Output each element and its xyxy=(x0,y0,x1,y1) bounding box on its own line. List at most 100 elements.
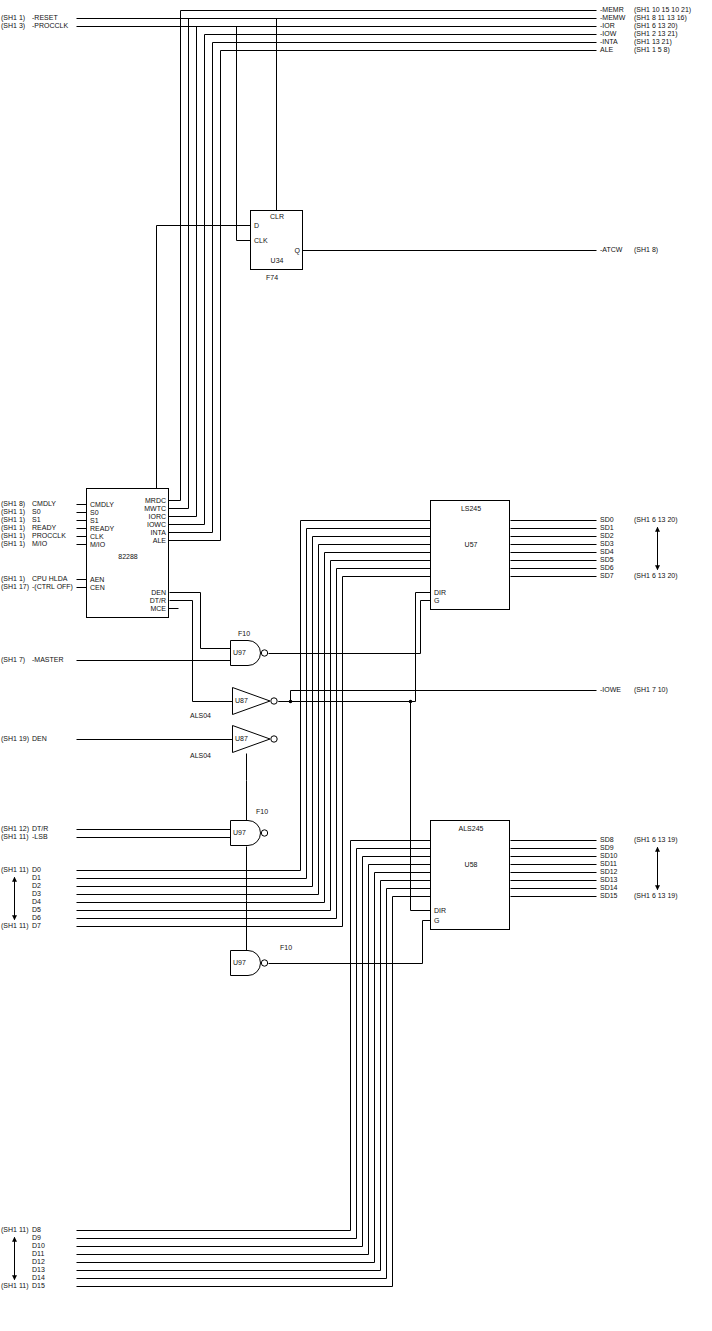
signal-name: SD14 xyxy=(600,884,618,892)
signal-name: SD15 xyxy=(600,892,618,900)
signal-name: -MEMW xyxy=(600,14,625,22)
pin-name: MRDC xyxy=(145,497,166,505)
sheet-reference: (SH1 8) xyxy=(634,246,658,254)
signal-name: S1 xyxy=(32,516,41,524)
bus-line xyxy=(511,848,597,849)
signal-name: -RESET xyxy=(32,14,58,22)
part-designator: U87 xyxy=(235,735,248,743)
signal-wire xyxy=(246,754,247,821)
signal-name: D9 xyxy=(32,1234,41,1242)
part-label: F74 xyxy=(266,274,278,282)
sheet-reference: (SH1 2 13 21) xyxy=(634,30,678,38)
signal-name: D10 xyxy=(32,1242,45,1250)
pin-name: INTA xyxy=(151,529,166,537)
signal-name: SD2 xyxy=(600,532,614,540)
sheet-reference: (SH1 8) xyxy=(1,500,25,508)
sheet-reference: (SH1 1) xyxy=(1,540,25,548)
part-designator: U97 xyxy=(233,829,246,837)
sheet-reference: (SH1 1) xyxy=(1,532,25,540)
signal-name: SD7 xyxy=(600,572,614,580)
pin-name: G xyxy=(434,917,439,925)
bus-line xyxy=(511,560,597,561)
signal-name: SD9 xyxy=(600,844,614,852)
pin-name: G xyxy=(434,597,439,605)
bus-line xyxy=(511,872,597,873)
sheet-reference: (SH1 7) xyxy=(1,656,25,664)
bus-line xyxy=(77,873,431,1263)
signal-name: SD4 xyxy=(600,548,614,556)
signal-name: D8 xyxy=(32,1226,41,1234)
part-designator: LS245 xyxy=(461,505,481,513)
signal-name: S0 xyxy=(32,508,41,516)
pin-name: READY xyxy=(90,525,114,533)
wire xyxy=(77,660,231,661)
command-line xyxy=(169,43,597,533)
inverter: U87 xyxy=(232,687,278,715)
sheet-reference: (SH1 1) xyxy=(1,14,25,22)
signal-name: CPU HLDA xyxy=(32,575,67,583)
sheet-reference: (SH1 6 13 20) xyxy=(634,572,678,580)
bus-line xyxy=(511,536,597,537)
sheet-reference: (SH1 13 21) xyxy=(634,38,672,46)
signal-name: D3 xyxy=(32,890,41,898)
sheet-reference: (SH1 11) xyxy=(1,833,29,841)
signal-wire xyxy=(170,601,233,702)
bus-line xyxy=(511,880,597,881)
part-designator: ALS245 xyxy=(459,825,484,833)
signal-name: -(CTRL OFF) xyxy=(32,583,73,591)
sheet-reference: (SH1 1) xyxy=(1,524,25,532)
signal-name: PROCCLK xyxy=(32,532,66,540)
pin-name: CLK xyxy=(90,533,104,541)
signal-name: -LSB xyxy=(32,833,48,841)
signal-name: M/IO xyxy=(32,540,47,548)
wire xyxy=(169,608,179,609)
signal-wire xyxy=(157,226,251,489)
wire xyxy=(77,544,87,545)
wire xyxy=(77,536,87,537)
signal-name: SD5 xyxy=(600,556,614,564)
sheet-reference: (SH1 6 13 19) xyxy=(634,892,678,900)
sheet-range-arrow xyxy=(657,528,658,570)
command-line xyxy=(169,27,597,517)
signal-name: D5 xyxy=(32,906,41,914)
pin-name: DT/R xyxy=(150,597,166,605)
bus-controller-chip: 82288CMDLYS0S1READYCLKM/IOAENCENMRDCMWTC… xyxy=(86,488,169,618)
command-line xyxy=(169,51,597,541)
signal-name: D14 xyxy=(32,1274,45,1282)
nand-gate: U97 xyxy=(230,640,268,666)
pin-name: DIR xyxy=(434,907,446,915)
part-designator: U97 xyxy=(233,649,246,657)
signal-wire xyxy=(279,593,431,702)
pin-name: CEN xyxy=(90,584,105,592)
sheet-reference: (SH1 6 13 19) xyxy=(634,836,678,844)
part-designator: U87 xyxy=(235,697,248,705)
bus-line xyxy=(511,520,597,521)
bus-line xyxy=(511,896,597,897)
nand-gate: U97 xyxy=(230,820,268,846)
signal-name: SD12 xyxy=(600,868,618,876)
wire xyxy=(77,512,87,513)
wire xyxy=(77,829,231,830)
signal-name: D13 xyxy=(32,1266,45,1274)
sheet-range-arrow xyxy=(14,1238,15,1280)
bus-line xyxy=(77,841,431,1231)
bus-line xyxy=(511,840,597,841)
wire xyxy=(77,504,87,505)
sheet-reference: (SH1 6 13 20) xyxy=(634,516,678,524)
command-line xyxy=(169,35,597,525)
signal-name: D6 xyxy=(32,914,41,922)
signal-name: D11 xyxy=(32,1250,44,1258)
wire xyxy=(303,250,597,251)
wire xyxy=(77,27,251,241)
sheet-reference: (SH1 12) xyxy=(1,825,29,833)
sheet-reference: (SH1 1 5 8) xyxy=(634,46,670,54)
signal-name: -IOW xyxy=(600,30,616,38)
sheet-reference: (SH1 17) xyxy=(1,583,29,591)
pin-name: ALE xyxy=(153,537,166,545)
sheet-range-arrow xyxy=(657,848,658,890)
signal-name: -PROCCLK xyxy=(32,22,68,30)
wire xyxy=(77,837,231,838)
part-label: F10 xyxy=(280,944,292,952)
wire xyxy=(77,579,87,580)
